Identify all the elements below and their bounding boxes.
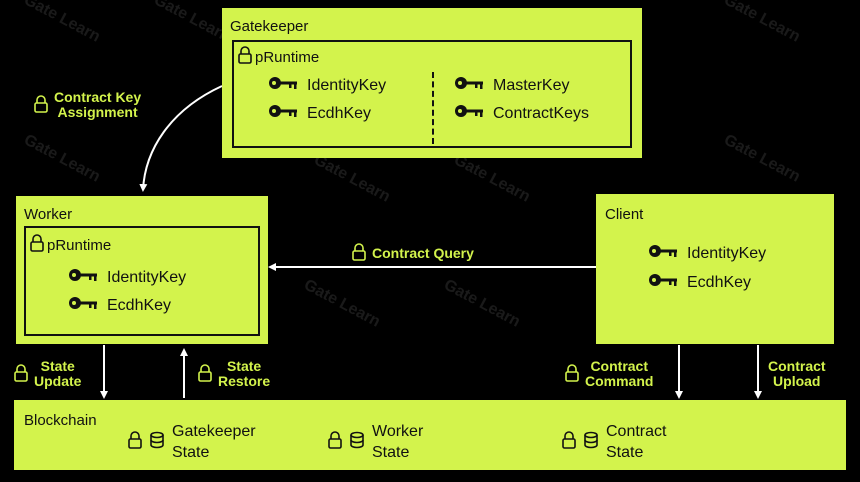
runtime-label: pRuntime [255, 48, 320, 66]
contract-state-label: Contract State [606, 423, 667, 461]
key-icon [454, 76, 484, 95]
worker-state-label: Worker State [372, 423, 424, 461]
lock-icon [30, 234, 44, 256]
contract-keys-label: ContractKeys [493, 104, 590, 122]
key-icon [268, 104, 298, 123]
identity-key-label: IdentityKey [307, 76, 387, 94]
database-icon [150, 431, 164, 454]
contract-upload-label: Contract Upload [768, 358, 826, 389]
database-icon [350, 431, 364, 454]
database-icon [584, 431, 598, 454]
runtime-label: pRuntime [47, 236, 112, 254]
lock-icon [238, 46, 252, 68]
key-icon [268, 76, 298, 95]
client-title: Client [605, 206, 644, 223]
lock-icon [14, 363, 28, 385]
blockchain-box: Blockchain Gatekeeper State Worker State… [14, 400, 846, 470]
worker-box: Worker pRuntime IdentityKey EcdhKey [16, 196, 268, 344]
ecdh-key-label: EcdhKey [307, 104, 372, 122]
key-icon [68, 296, 98, 315]
gatekeeper-state-label: Gatekeeper State [172, 423, 256, 461]
lock-icon [562, 430, 576, 454]
lock-icon [328, 430, 342, 454]
contract-command-label: Contract Command [565, 359, 653, 389]
lock-icon [34, 94, 48, 116]
worker-title: Worker [24, 206, 73, 223]
contract-key-assignment-label: Contract Key Assignment [34, 90, 141, 120]
key-icon [648, 273, 678, 292]
master-key-label: MasterKey [493, 76, 570, 94]
assignment-arrow [139, 85, 223, 192]
gatekeeper-box: Gatekeeper pRuntime IdentityKey EcdhKey … [222, 8, 642, 158]
identity-key-label: IdentityKey [107, 268, 187, 286]
divider [432, 72, 434, 144]
ecdh-key-label: EcdhKey [687, 273, 752, 291]
gatekeeper-title: Gatekeeper [230, 18, 309, 35]
key-icon [648, 244, 678, 263]
lock-icon [198, 363, 212, 385]
blockchain-title: Blockchain [24, 412, 97, 429]
worker-runtime-panel: pRuntime IdentityKey EcdhKey [24, 226, 260, 336]
contract-query-label: Contract Query [352, 243, 474, 264]
gatekeeper-runtime-panel: pRuntime IdentityKey EcdhKey MasterKey C… [232, 40, 632, 148]
ecdh-key-label: EcdhKey [107, 296, 172, 314]
state-restore-label: State Restore [198, 359, 270, 389]
client-box: Client IdentityKey EcdhKey [596, 194, 834, 344]
key-icon [68, 268, 98, 287]
key-icon [454, 104, 484, 123]
lock-icon [352, 243, 366, 264]
state-update-label: State Update [14, 359, 81, 389]
lock-icon [128, 430, 142, 454]
identity-key-label: IdentityKey [687, 244, 767, 262]
lock-icon [565, 363, 579, 385]
